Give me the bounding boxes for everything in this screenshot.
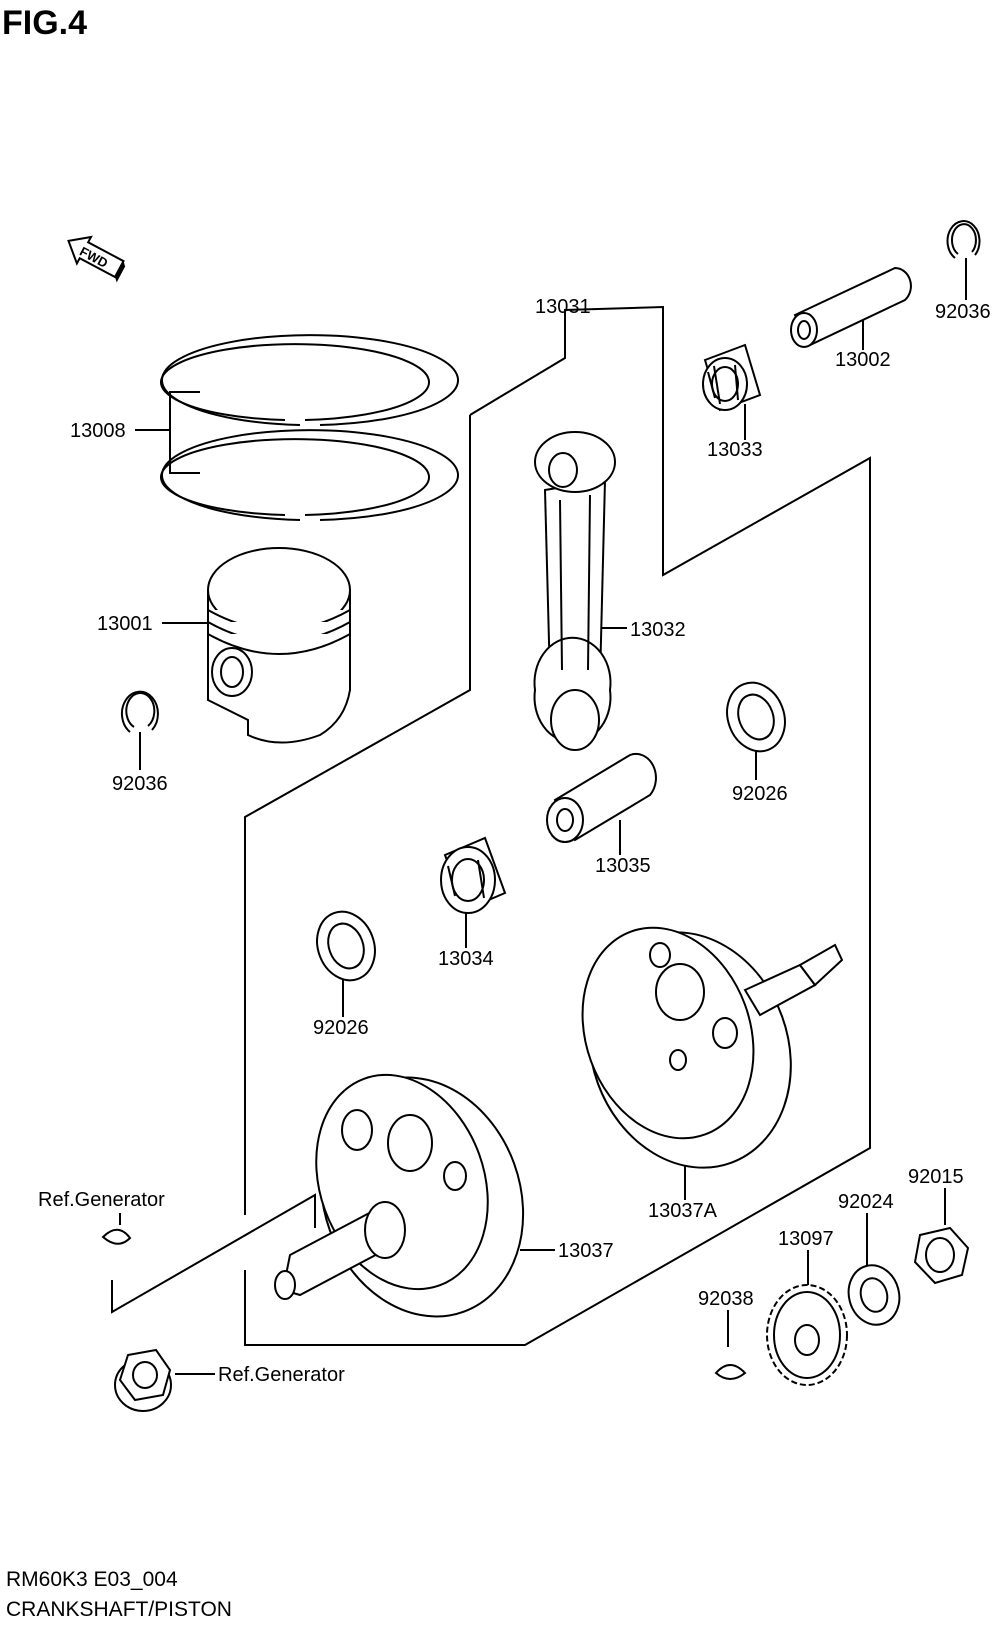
flange-nut-icon — [114, 1348, 172, 1412]
piston-pin-icon — [790, 266, 912, 348]
part-label-13035: 13035 — [595, 855, 651, 877]
part-label-13037: 13037 — [558, 1240, 614, 1262]
ref-key-bracket — [111, 1193, 316, 1314]
section-name: CRANKSHAFT/PISTON — [6, 1598, 232, 1621]
part-label-13037A: 13037A — [648, 1200, 718, 1222]
part-label-13008: 13008 — [70, 420, 126, 442]
part-label-13002: 13002 — [835, 349, 891, 371]
part-label-ref-generator-key: Ref.Generator — [38, 1189, 165, 1211]
leader-13008-bracket — [169, 391, 200, 474]
part-label-13097: 13097 — [778, 1228, 834, 1250]
thrust-washer-icon — [726, 681, 786, 753]
assembly-outline-inner — [244, 415, 471, 1215]
part-label-92038: 92038 — [698, 1288, 754, 1310]
part-label-92036-left: 92036 — [112, 773, 168, 795]
crankshaft-right-half-icon — [581, 926, 844, 1169]
needle-bearing-small-icon — [702, 343, 762, 412]
connecting-rod-icon — [533, 431, 616, 751]
piston-icon — [207, 547, 351, 744]
circlip-icon — [121, 690, 159, 733]
figure-title: FIG.4 — [2, 4, 88, 42]
thrust-washer-icon — [316, 910, 376, 982]
woodruff-key-icon — [101, 1228, 132, 1245]
part-label-92024: 92024 — [838, 1191, 894, 1213]
model-code: RM60K3 E03_004 — [6, 1568, 178, 1591]
part-label-ref-generator-nut: Ref.Generator — [218, 1364, 345, 1386]
woodruff-key-icon — [714, 1364, 747, 1380]
circlip-icon — [946, 220, 981, 259]
piston-rings-icon — [160, 334, 459, 521]
part-label-13031: 13031 — [535, 296, 591, 318]
crankshaft-left-half-icon — [274, 1073, 525, 1318]
fwd-arrow-icon: FWD — [67, 235, 126, 283]
part-label-13034: 13034 — [438, 948, 494, 970]
part-label-92026-left: 92026 — [313, 1017, 369, 1039]
crank-pin-icon — [546, 752, 657, 843]
hex-nut-icon — [913, 1226, 970, 1285]
primary-gear-icon — [766, 1284, 848, 1386]
part-label-13032: 13032 — [630, 619, 686, 641]
needle-bearing-large-icon — [440, 836, 507, 914]
part-label-92036-top: 92036 — [935, 301, 991, 323]
part-label-92026-right: 92026 — [732, 783, 788, 805]
part-label-13001: 13001 — [97, 613, 153, 635]
part-label-92015: 92015 — [908, 1166, 964, 1188]
part-label-13033: 13033 — [707, 439, 763, 461]
lock-washer-icon — [847, 1264, 901, 1326]
